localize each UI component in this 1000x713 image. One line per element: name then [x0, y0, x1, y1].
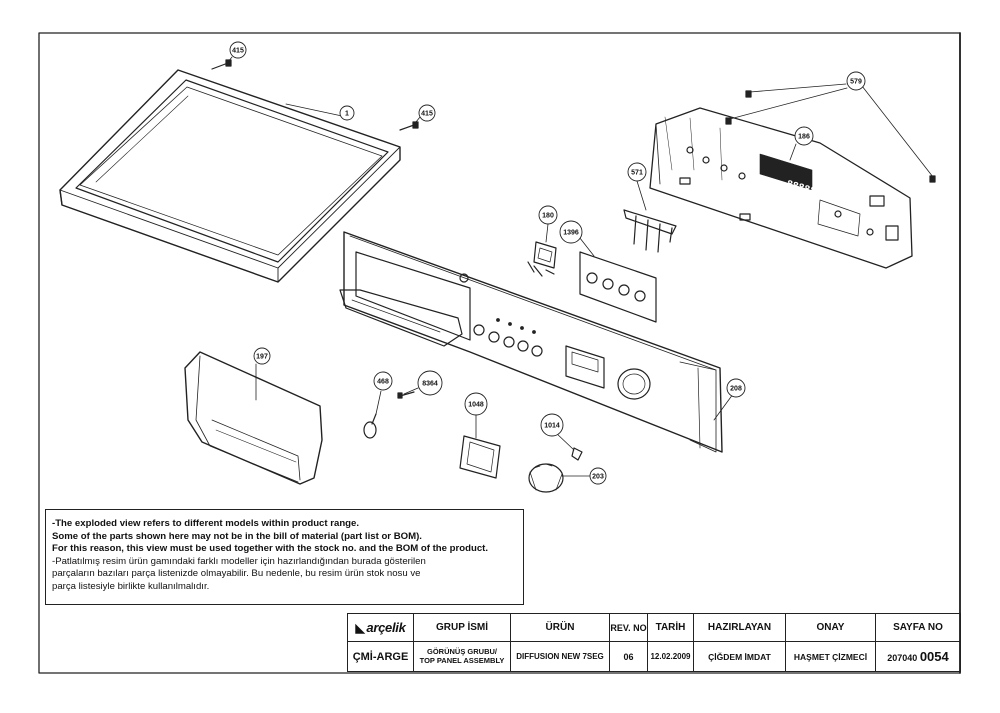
callout-bubbles: [229, 41, 866, 485]
drawer-front-part: [184, 351, 323, 485]
electronic-board-part: [649, 107, 913, 269]
screw-8364: [397, 391, 415, 399]
callout-203: 203: [592, 474, 604, 481]
light-guide-bracket-part: [623, 209, 677, 253]
callout-1396: 1396: [563, 230, 579, 237]
group-value-line-1: GÖRÜNÜŞ GRUBU/: [426, 647, 497, 656]
group-value: GÖRÜNÜŞ GRUBU/ TOP PANEL ASSEMBLY: [413, 641, 511, 672]
control-panel-part: [339, 231, 723, 453]
department-value: ÇMİ-ARGE: [347, 641, 414, 672]
power-switch-part: [527, 241, 557, 277]
callout-1048: 1048: [468, 402, 484, 409]
callout-415-top: 415: [232, 48, 244, 55]
leader-lines: [227, 56, 934, 477]
note-en-line-1: -The exploded view refers to different m…: [52, 518, 360, 529]
callout-571: 571: [631, 170, 643, 177]
button-holder-part: [579, 251, 657, 323]
callout-186: 186: [798, 134, 810, 141]
header-grup-ismi: GRUP İSMİ: [413, 613, 511, 642]
notes-box: -The exploded view refers to different m…: [45, 509, 524, 605]
approved-by-value: HAŞMET ÇİZMECİ: [785, 641, 876, 672]
page-number-value: 207040 0054: [875, 641, 961, 672]
note-en-line-2: Some of the parts shown here may not be …: [52, 530, 422, 542]
prepared-by-value: ÇİĞDEM İMDAT: [693, 641, 786, 672]
display-window-part: [459, 435, 501, 479]
top-lid-part: [59, 69, 401, 283]
callout-415-right: 415: [421, 111, 433, 118]
callout-1014: 1014: [544, 423, 560, 430]
callout-180: 180: [542, 213, 554, 220]
title-block: ◣arçelik GRUP İSMİ ÜRÜN REV. NO TARİH HA…: [347, 613, 961, 672]
brand-logo-cell: ◣arçelik: [347, 613, 414, 642]
note-tr-line-3: parça listesiyle birlikte kullanılmalıdı…: [52, 580, 210, 592]
doc-number: 207040: [887, 653, 918, 663]
board-screws: [725, 90, 936, 183]
product-value: DIFFUSION NEW 7SEG: [510, 641, 610, 672]
brand-mark-icon: ◣: [355, 621, 365, 635]
header-rev-no: REV. NO: [609, 613, 648, 642]
clip-part: [571, 447, 583, 461]
header-tarih: TARİH: [647, 613, 694, 642]
header-onay: ONAY: [785, 613, 876, 642]
callout-197: 197: [256, 354, 268, 361]
note-tr-line-1: -Patlatılmış resim ürün gamındaki farklı…: [52, 555, 426, 567]
group-value-line-2: TOP PANEL ASSEMBLY: [419, 655, 505, 665]
screw-415-top: [211, 59, 232, 70]
page-number: 0054: [919, 649, 949, 664]
header-sayfa-no: SAYFA NO: [875, 613, 961, 642]
brand-logo: arçelik: [366, 620, 406, 635]
note-tr-line-2: parçaların bazıları parça listenizde olm…: [52, 568, 421, 580]
callout-1: 1: [345, 111, 349, 118]
note-en-line-3: For this reason, this view must be used …: [52, 543, 489, 555]
indicator-lamp-part: [363, 413, 377, 439]
callout-8364: 8364: [422, 381, 438, 388]
screw-415-right: [399, 121, 419, 131]
date-value: 12.02.2009: [647, 641, 694, 672]
rev-value: 06: [609, 641, 648, 672]
header-hazirlayan: HAZIRLAYAN: [693, 613, 786, 642]
programme-knob-part: [528, 463, 564, 493]
callout-468: 468: [377, 379, 389, 386]
callout-579: 579: [850, 79, 862, 86]
header-urun: ÜRÜN: [510, 613, 610, 642]
callout-208: 208: [730, 386, 742, 393]
